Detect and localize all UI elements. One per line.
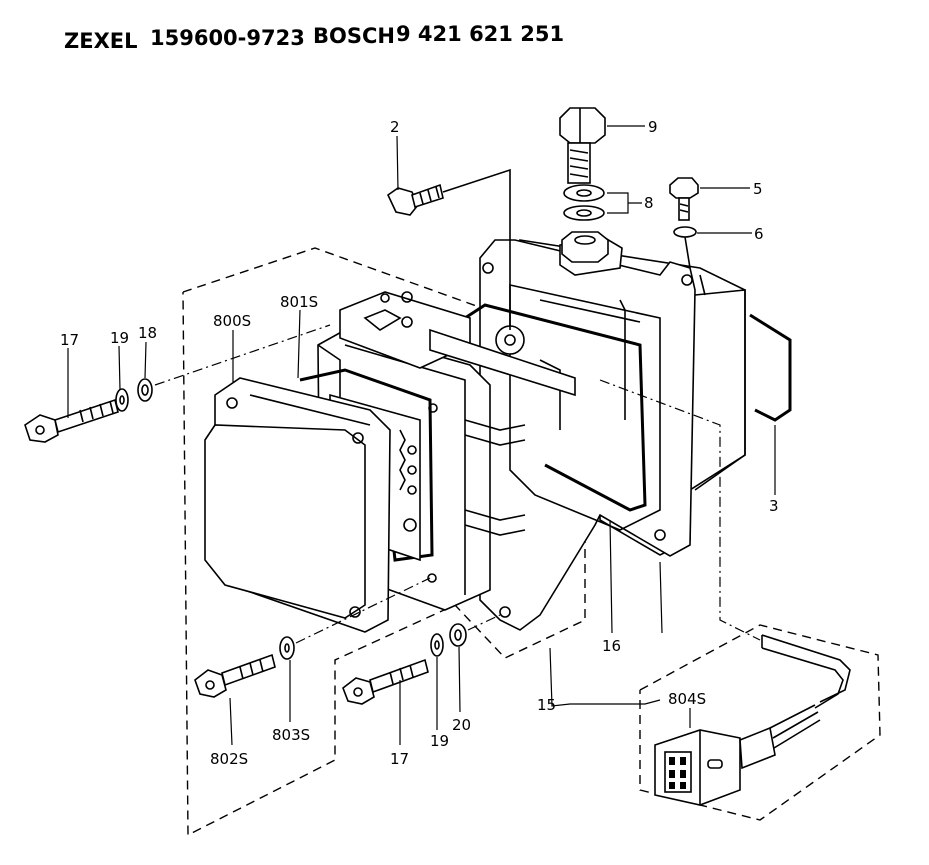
screw-17-top [24, 398, 119, 443]
bolt-9 [559, 107, 606, 184]
washer-6 [673, 226, 697, 269]
cover-800S [204, 377, 391, 633]
label-800S: 800S [213, 312, 251, 330]
label-5: 5 [753, 180, 763, 198]
part-labels: 2 9 8 5 6 3 17 19 18 800S 801S 16 15 804… [60, 118, 779, 768]
nut [561, 231, 609, 263]
label-17-top: 17 [60, 331, 79, 349]
subassembly-boundary [182, 247, 586, 837]
screw-17-bottom [342, 658, 429, 705]
header-brand-zexel: ZEXEL [64, 29, 138, 53]
screw-5 [669, 177, 699, 221]
header: ZEXEL 159600-9723 BOSCH 9 421 621 251 [64, 22, 564, 53]
washer-803S [279, 577, 431, 660]
label-9: 9 [648, 118, 658, 136]
label-15: 15 [537, 696, 556, 714]
washers-8 [563, 184, 605, 221]
washer-19-top [115, 388, 129, 412]
label-801S: 801S [280, 293, 318, 311]
connector-804S [654, 704, 821, 806]
label-804S: 804S [668, 690, 706, 708]
label-6: 6 [754, 225, 764, 243]
label-18: 18 [138, 324, 157, 342]
gasket-16 [464, 303, 647, 512]
header-brand-bosch: BOSCH [313, 24, 395, 48]
label-802S: 802S [210, 750, 248, 768]
label-19-top: 19 [110, 329, 129, 347]
header-part-number-zexel: 159600-9723 [150, 26, 305, 50]
leader-lines [67, 125, 776, 746]
label-17-bottom: 17 [390, 750, 409, 768]
label-19-bottom: 19 [430, 732, 449, 750]
header-part-number-bosch: 9 421 621 251 [396, 22, 564, 46]
label-3: 3 [769, 497, 779, 515]
washer-18 [137, 324, 331, 402]
label-2: 2 [390, 118, 400, 136]
gasket-3 [749, 313, 792, 422]
label-16: 16 [602, 637, 621, 655]
label-8: 8 [644, 194, 654, 212]
housing [479, 237, 746, 631]
screw-802S [194, 653, 276, 698]
label-803S: 803S [272, 726, 310, 744]
screw-2 [386, 168, 511, 330]
washer-19-bottom [430, 633, 444, 657]
connector-boundary [639, 624, 881, 821]
label-20: 20 [452, 716, 471, 734]
washer-20 [449, 614, 501, 647]
cable-harness [599, 379, 851, 709]
